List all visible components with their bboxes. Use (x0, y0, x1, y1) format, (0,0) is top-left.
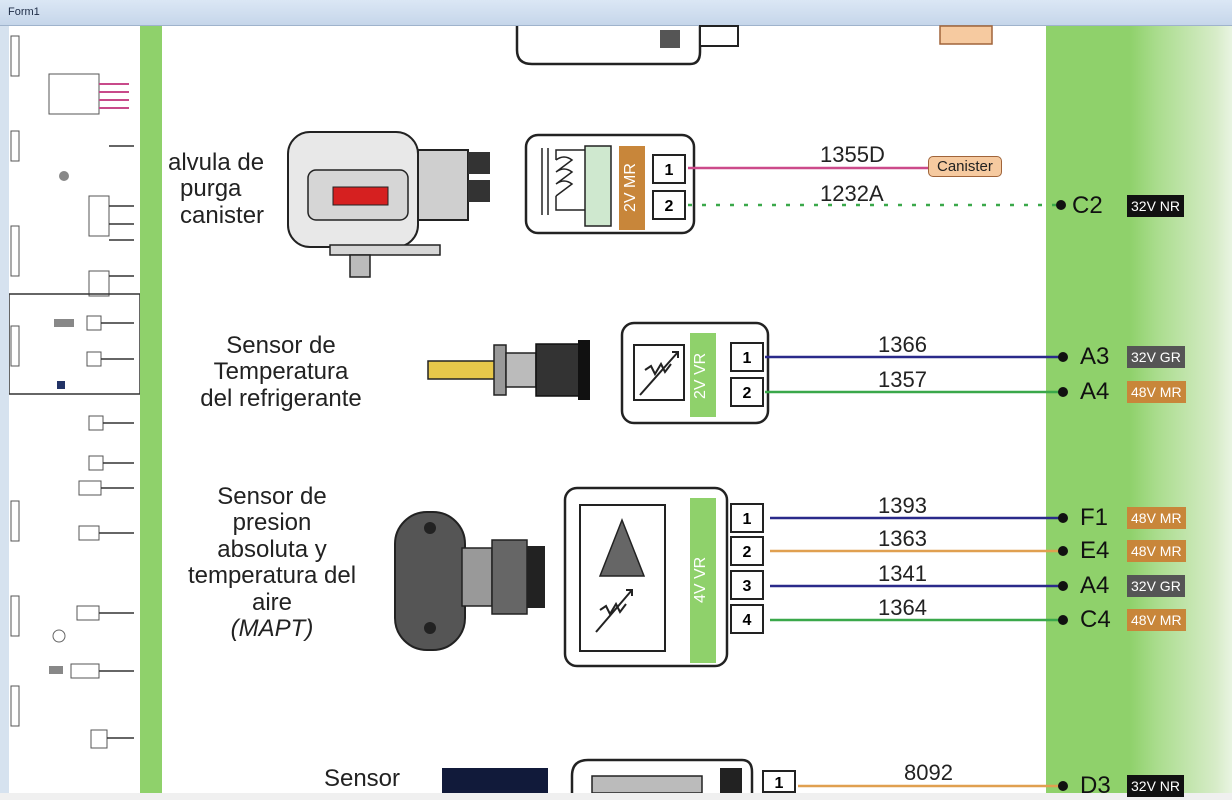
bus-junction-dot (1058, 546, 1068, 556)
bus-pin-code: F1 (1080, 504, 1109, 531)
bus-junction-dot (1058, 615, 1068, 625)
bus-pin-code: A4 (1080, 572, 1110, 599)
mapt-pin-4[interactable]: 4 (730, 604, 764, 634)
mapt-voltage-tag: 4V VR (692, 556, 709, 604)
mapt-sensor-label: Sensor de presion absoluta y temperatura… (168, 483, 376, 642)
bottom-sensor-pin-1[interactable]: 1 (762, 770, 796, 793)
bus-junction-dot (1056, 200, 1066, 210)
coolant-sensor-illustration (427, 340, 590, 400)
bus-junction-dot (1058, 781, 1068, 791)
canister-pin-2[interactable]: 2 (652, 190, 686, 220)
mapt-label-line: temperatura del (187, 562, 357, 590)
mapt-label-line: absoluta y (217, 535, 327, 563)
canister-label-line: canister (180, 201, 265, 229)
wire-number: 1393 (878, 493, 927, 518)
mapt-pin-2[interactable]: 2 (730, 536, 764, 566)
wire-number: 1364 (878, 595, 927, 620)
wire-number: 1357 (878, 367, 927, 392)
bus-junction-dot (1058, 513, 1068, 523)
mapt-pin-3[interactable]: 3 (730, 570, 764, 600)
bus-pin-code: C2 (1072, 192, 1103, 219)
wire-number: 1232A (820, 181, 884, 206)
bus-badge: 48V MR (1127, 381, 1186, 403)
coolant-pin-1[interactable]: 1 (730, 342, 764, 372)
wire-number: 1363 (878, 526, 927, 551)
bus-pin-code: A3 (1080, 343, 1110, 370)
bottom-sensor-label: Sensor (323, 765, 401, 792)
canister-label-line: alvula de (168, 149, 265, 176)
canister-label-line: purga (180, 175, 242, 203)
overview-bus-strip (140, 26, 162, 793)
coolant-label-line: Temperatura (213, 358, 349, 386)
mapt-sensor-illustration (394, 511, 545, 651)
canister-voltage-tag: 2V MR (622, 163, 639, 213)
bus-badge: 32V NR (1127, 775, 1185, 797)
canister-label: alvula de purga canister (168, 149, 288, 229)
mapt-pin-1[interactable]: 1 (730, 503, 764, 533)
canister-pin-1[interactable]: 1 (652, 154, 686, 184)
canister-valve-illustration (287, 131, 490, 278)
bus-badge: 32V GR (1127, 575, 1185, 597)
wire-number: 8092 (904, 760, 953, 785)
coolant-voltage-tag: 2V VR (692, 352, 709, 400)
mapt-label-abbrev: (MAPT) (230, 614, 314, 642)
window-title: Form1 (8, 6, 40, 18)
coolant-label-line: del refrigerante (200, 384, 362, 412)
bus-badge: 48V MR (1127, 540, 1186, 562)
coolant-label-line: Sensor de (226, 332, 336, 359)
bus-junction-dot (1058, 387, 1068, 397)
bus-junction-dot (1058, 352, 1068, 362)
bus-pin-code: C4 (1080, 606, 1111, 633)
canister-target-badge[interactable]: Canister (928, 156, 1002, 177)
mapt-label-line: presion (232, 509, 312, 537)
ecu-bus (1046, 26, 1232, 793)
bus-badge: 48V MR (1127, 507, 1186, 529)
bus-junction-dot (1058, 581, 1068, 591)
bus-badge: 48V MR (1127, 609, 1186, 631)
window-titlebar[interactable]: Form1 (0, 0, 1232, 26)
bus-pin-code: E4 (1080, 537, 1110, 564)
bus-badge: 32V GR (1127, 346, 1185, 368)
coolant-sensor-label: Sensor de Temperatura del refrigerante (176, 332, 386, 412)
mapt-label-line: Sensor de (217, 483, 327, 510)
bus-badge: 32V NR (1127, 195, 1185, 217)
coolant-pin-2[interactable]: 2 (730, 377, 764, 407)
wire-number: 1341 (878, 561, 927, 586)
wire-number: 1366 (878, 332, 927, 357)
mapt-label-line: aire (251, 588, 293, 616)
wire-number: 1355D (820, 142, 885, 167)
overview-thumbnail-strip[interactable] (9, 26, 140, 793)
bus-pin-code: D3 (1080, 772, 1111, 799)
bus-pin-code: A4 (1080, 378, 1110, 405)
